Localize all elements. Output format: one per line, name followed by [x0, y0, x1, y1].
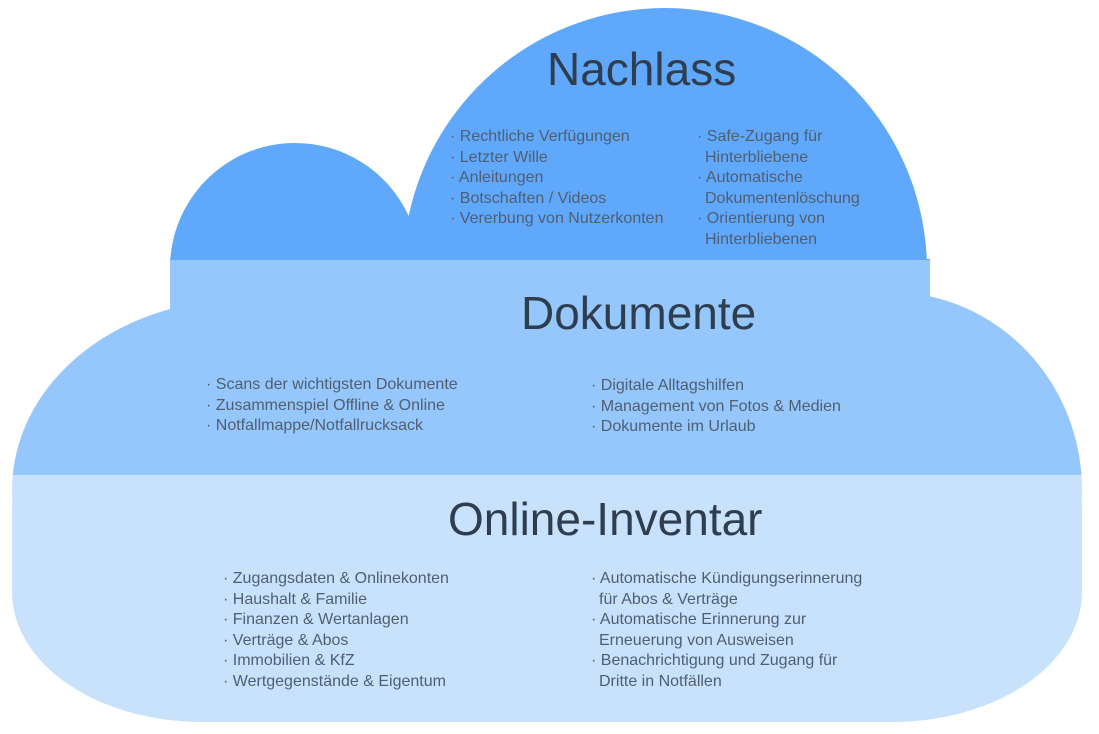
list-item: · Digitale Alltagshilfen: [591, 377, 744, 394]
list-item: · Zusammenspiel Offline & Online: [206, 396, 445, 414]
list-item: · Vererbung von Nutzerkonten: [450, 210, 664, 227]
dokumente-list-right: · Digitale Alltagshilfen · Management vo…: [591, 376, 841, 438]
list-item: · Letzter Wille: [450, 148, 548, 166]
list-item: · Wertgegenstände & Eigentum: [223, 672, 446, 690]
dokumente-title: Dokumente: [521, 287, 757, 339]
list-item: · Finanzen & Wertanlagen: [223, 611, 409, 628]
list-item: · Dokumente im Urlaub: [591, 418, 756, 435]
nachlass-title: Nachlass: [547, 43, 737, 95]
list-item: · Scans der wichtigsten Dokumente: [206, 376, 458, 393]
nachlass-list-left: · Rechtliche Verfügungen · Letzter Wille…: [450, 127, 663, 230]
online-inventar-list-left: · Zugangsdaten & Onlinekonten · Haushalt…: [223, 569, 449, 692]
band-online-inventar: [12, 475, 1082, 722]
list-item: · Rechtliche Verfügungen: [450, 128, 630, 145]
online-inventar-title: Online-Inventar: [448, 493, 763, 545]
dokumente-list-left: · Scans der wichtigsten Dokumente · Zusa…: [206, 375, 458, 437]
band-dokumente: [12, 260, 1082, 475]
list-item: · Notfallmappe/Notfallrucksack: [206, 417, 423, 434]
list-item: · Immobilien & KfZ: [223, 652, 355, 669]
list-item: · Management von Fotos & Medien: [591, 397, 841, 415]
list-item: · Haushalt & Familie: [223, 590, 368, 608]
list-item: · Anleitungen: [450, 169, 544, 186]
list-item: · Verträge & Abos: [223, 631, 349, 649]
list-item: · Botschaften / Videos: [450, 189, 607, 207]
list-item: · Zugangsdaten & Onlinekonten: [223, 570, 449, 587]
